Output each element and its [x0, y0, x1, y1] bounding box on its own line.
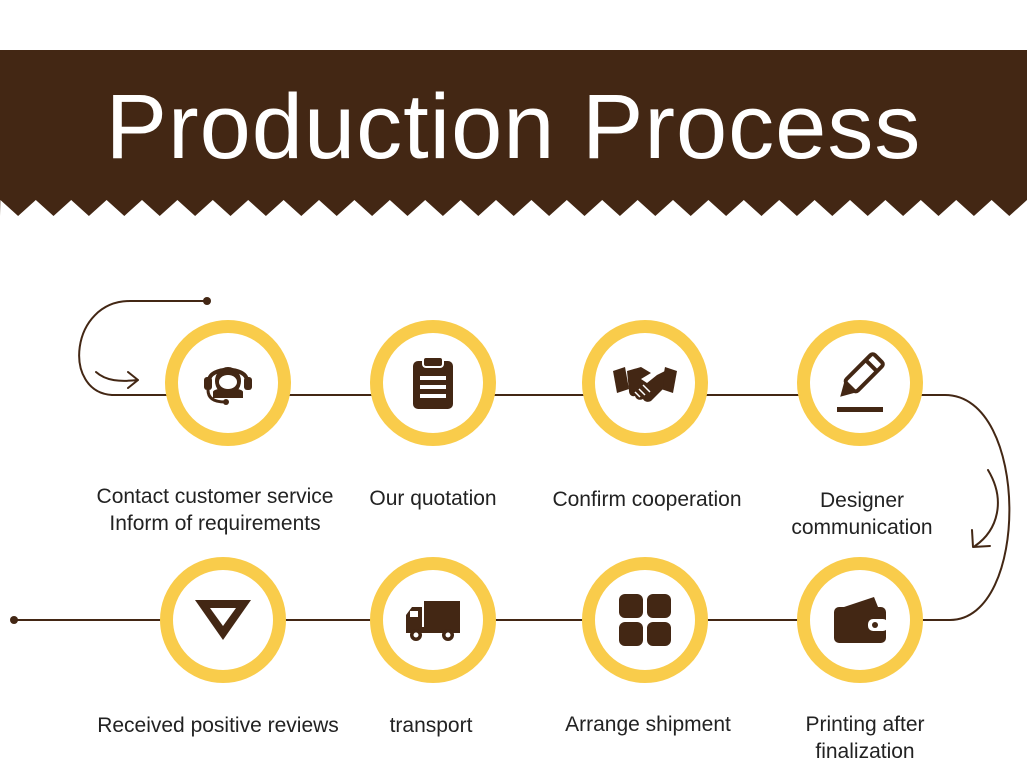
banner-background [0, 50, 1027, 216]
label-line: finalization [815, 740, 915, 763]
right-arrow [971, 469, 999, 548]
handshake-icon [613, 367, 677, 402]
step-our-quotation [370, 320, 496, 446]
step-label: Contact customer service Inform of requi… [75, 483, 355, 537]
label-line: Designer [819, 489, 905, 512]
step-label: Designer communication [722, 487, 1002, 541]
step-label: transport [291, 712, 571, 739]
step-received-positive-reviews [160, 557, 286, 683]
end-dot [10, 616, 18, 624]
headset-icon [204, 367, 252, 405]
label-line: Confirm cooperation [552, 488, 742, 511]
step-arrange-shipment [582, 557, 708, 683]
truck-icon [406, 601, 460, 641]
label-line: communication [791, 516, 933, 539]
step-printing-after-finalization [797, 557, 923, 683]
step-label: Arrange shipment [508, 711, 788, 738]
step-designer-communication [797, 320, 923, 446]
label-line: Contact customer service [96, 485, 334, 508]
step-confirm-cooperation [582, 320, 708, 446]
page-title: Production Process [105, 76, 922, 178]
step-label: Printing after finalization [725, 711, 1005, 765]
label-line: Arrange shipment [565, 713, 731, 736]
label-line: Our quotation [369, 487, 497, 510]
start-dot [203, 297, 211, 305]
step-label: Received positive reviews [78, 712, 358, 739]
clipboard-icon [413, 356, 453, 409]
start-arrow [95, 371, 139, 389]
diamond-icon [195, 600, 251, 640]
label-line: Printing after [805, 713, 925, 736]
step-label: Confirm cooperation [507, 486, 787, 513]
start-loop-curve [78, 300, 208, 396]
wallet-icon [834, 597, 888, 643]
step-contact-customer-service [165, 320, 291, 446]
step-label: Our quotation [293, 485, 573, 512]
grid-icon [619, 594, 671, 646]
label-line: Received positive reviews [97, 714, 339, 737]
title-banner: Production Process [0, 0, 1027, 220]
right-connector-curve [914, 394, 1011, 621]
pen-icon [837, 352, 885, 412]
step-transport [370, 557, 496, 683]
label-line: transport [389, 714, 473, 737]
label-line: Inform of requirements [109, 512, 321, 535]
